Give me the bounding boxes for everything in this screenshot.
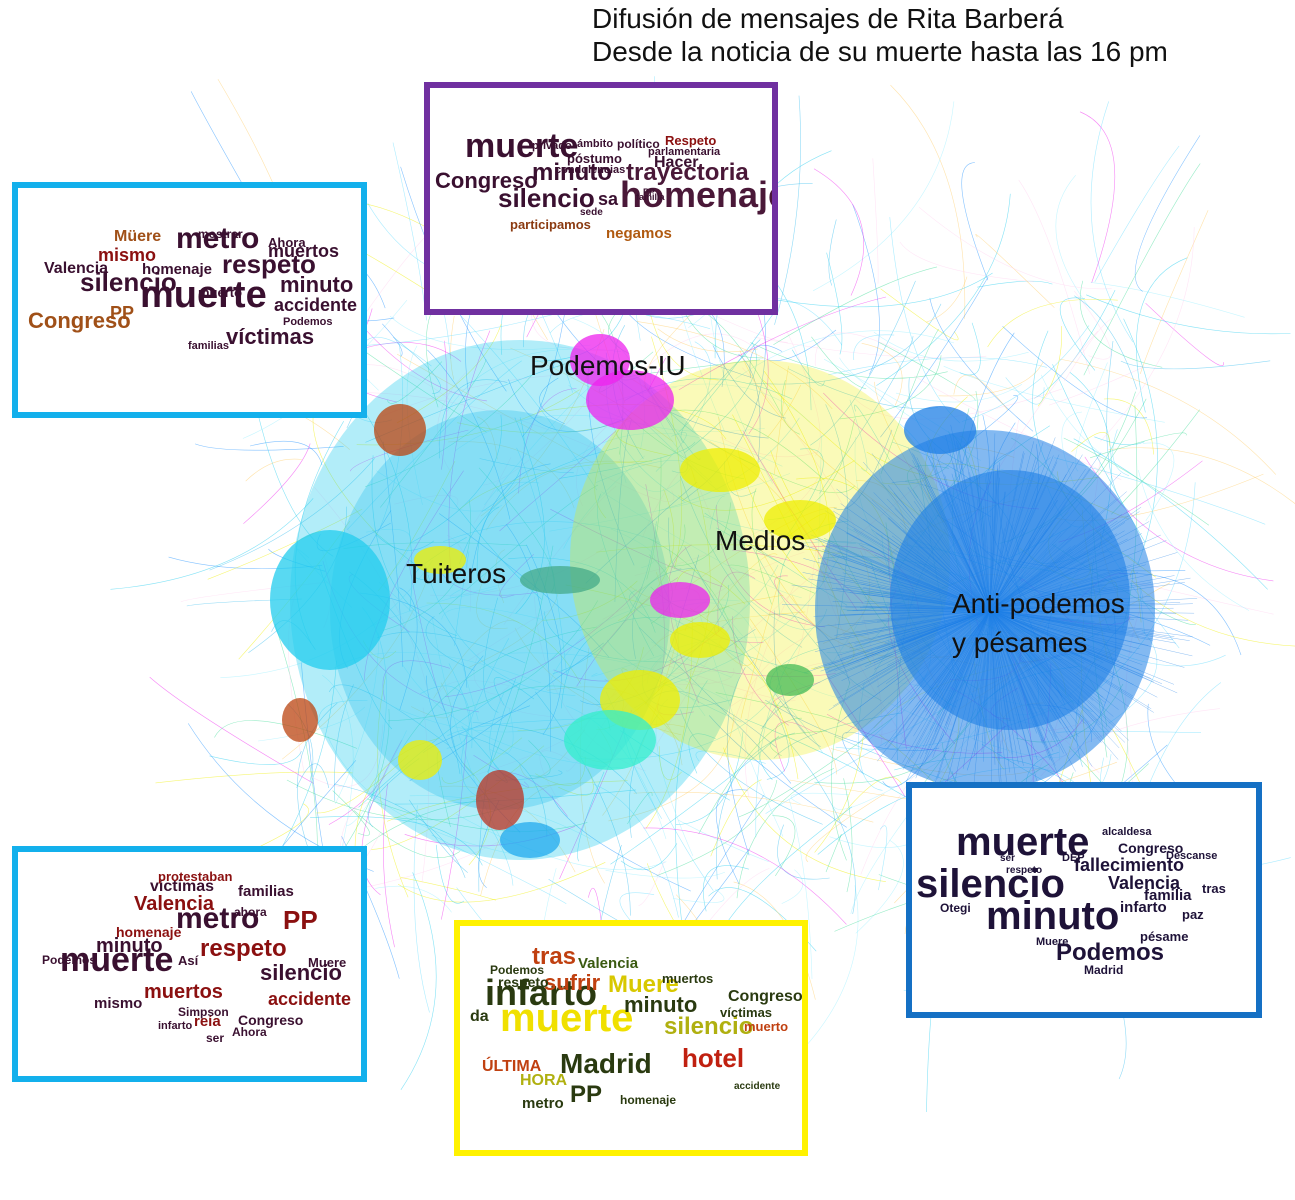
cloud-word: Descanse: [1166, 851, 1217, 862]
cloud-word: póstumo: [567, 152, 622, 165]
cloud-word: respeto: [200, 937, 287, 961]
cloud-word: Podemos: [42, 954, 96, 966]
cloud-word: Ahora: [232, 1026, 267, 1038]
cloud-word: víctimas: [226, 326, 314, 348]
cloud-word: familia: [636, 193, 665, 202]
cloud-word: da: [470, 1009, 489, 1025]
cloud-word: Madrid: [1084, 964, 1123, 976]
cloud-word: muerto: [198, 286, 242, 299]
title-line-1: Difusión de mensajes de Rita Barberá: [592, 2, 1168, 35]
cloud-word: familias: [238, 884, 294, 899]
cloud-word: respeto: [1006, 866, 1042, 876]
cloud-word: infarto: [158, 1021, 192, 1032]
title-line-2: Desde la noticia de su muerte hasta las …: [592, 35, 1168, 68]
cloud-word: muertos: [144, 982, 223, 1002]
cloud-word: ser: [1000, 854, 1015, 864]
cloud-word: homenaje: [142, 262, 212, 277]
cloud-word: sa: [598, 190, 618, 208]
cloud-word: Müere: [114, 229, 161, 245]
cloud-word: PP: [110, 304, 134, 322]
label-tuiteros: Tuiteros: [406, 558, 506, 590]
cloud-word: DEP: [1062, 853, 1085, 864]
label-podemos-iu: Podemos-IU: [530, 350, 686, 382]
cloud-word: Podemos: [490, 964, 544, 976]
cloud-word: participamos: [510, 218, 591, 231]
cloud-word: parlamentaria: [648, 147, 720, 158]
cloud-word: Podemos: [283, 317, 333, 328]
cloud-word: Valencia: [134, 894, 214, 914]
cloud-word: accidente: [268, 990, 351, 1008]
cloud-word: Valencia: [44, 261, 108, 277]
cloud-word: HORA: [520, 1073, 567, 1089]
cloud-word: ahora: [234, 906, 267, 918]
cloud-word: minuto: [280, 274, 353, 296]
cloud-word: negamos: [606, 226, 672, 241]
cloud-word: homenaje: [620, 1094, 676, 1106]
cloud-word: protestaban: [158, 870, 232, 883]
cloud-word: metro: [522, 1096, 564, 1111]
cloud-word: hotel: [682, 1045, 744, 1071]
label-anti-podemos: Anti-podemos: [952, 588, 1125, 620]
cloud-word: homenaje: [116, 925, 181, 939]
cloud-word: PP: [570, 1083, 602, 1107]
cloud-word: alcaldesa: [1102, 827, 1152, 838]
label-medios: Medios: [715, 525, 805, 557]
cloud-word: Podemos: [1056, 941, 1164, 965]
cloud-word: Ahora: [268, 236, 306, 249]
cloud-word: mismo: [94, 996, 142, 1011]
cloud-word: familias: [188, 341, 229, 352]
cloud-word: sufrir: [544, 972, 600, 994]
cloud-word: Muere: [308, 956, 346, 969]
cloud-word: privado: [532, 141, 572, 152]
cloud-word: tras: [1202, 882, 1226, 895]
cloud-word: ÚLTIMA: [482, 1059, 541, 1075]
cloud-word: condolencias: [555, 165, 625, 176]
cloud-word: Así: [178, 954, 198, 967]
cloud-word: Congreso: [728, 989, 803, 1005]
word-cloud-medios: muerteinfartoMadridhotelsilenciominutoMu…: [454, 920, 808, 1156]
cloud-word: muertos: [662, 972, 713, 985]
cloud-word: Otegi: [940, 902, 971, 914]
cloud-word: muerto: [744, 1020, 788, 1033]
cloud-word: Respeto: [665, 134, 716, 147]
cloud-word: paz: [1182, 908, 1204, 921]
cloud-word: pésame: [1140, 930, 1188, 943]
cloud-word: minuto: [986, 896, 1119, 936]
cloud-word: PP: [283, 907, 318, 933]
cloud-word: ser: [206, 1032, 224, 1044]
cloud-word: Valencia: [578, 956, 638, 971]
cloud-word: víctimas: [720, 1006, 772, 1019]
cloud-word: Simpson: [178, 1006, 229, 1018]
chart-title: Difusión de mensajes de Rita Barberá Des…: [592, 2, 1168, 68]
label-pesames: y pésames: [952, 627, 1087, 659]
cloud-word: Muere: [1036, 937, 1068, 948]
cloud-word: mostrar: [198, 228, 243, 240]
cloud-word: accidente: [734, 1082, 780, 1092]
cloud-word: sede: [580, 208, 603, 218]
cloud-word: ámbito: [577, 139, 613, 150]
cloud-word: accidente: [274, 296, 357, 314]
cloud-word: infarto: [1120, 900, 1167, 915]
cloud-word: Madrid: [560, 1050, 652, 1078]
